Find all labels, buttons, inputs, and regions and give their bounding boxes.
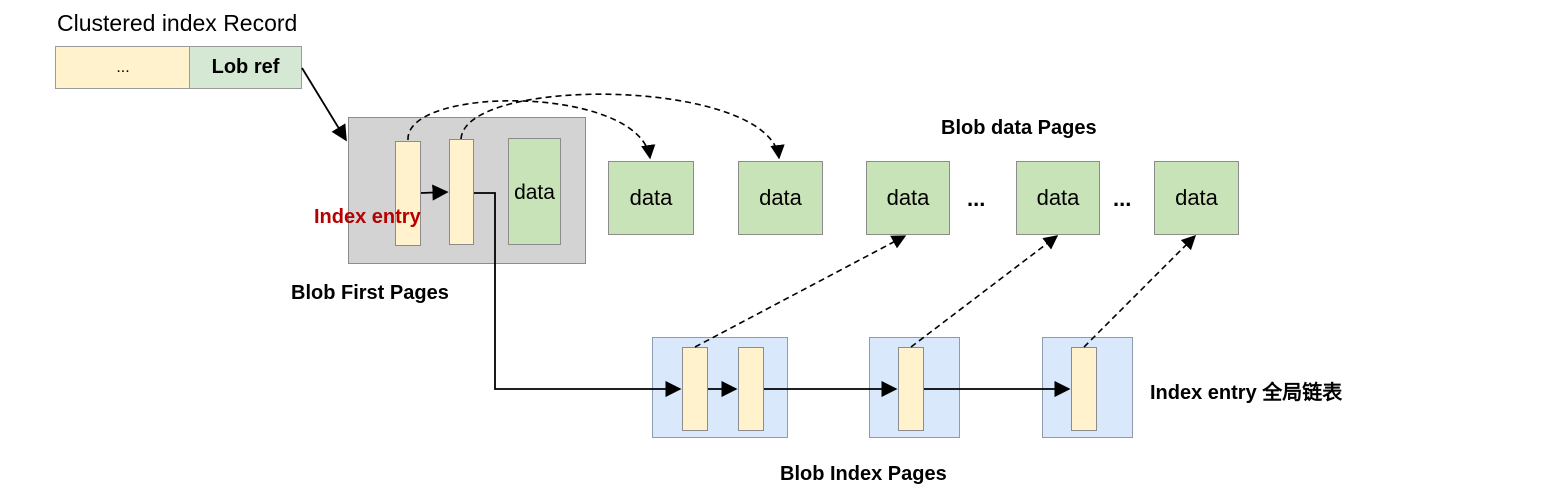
index-entry-to-data-page-4-arrow bbox=[910, 235, 1059, 348]
record-cell-ellipsis: ... bbox=[55, 46, 191, 89]
blob-index-pages-label: Blob Index Pages bbox=[780, 463, 947, 485]
entry1-to-data-page-1-arrow bbox=[407, 100, 656, 160]
data-page-2-label: data bbox=[759, 185, 802, 210]
data-page-5: data bbox=[1154, 161, 1239, 235]
data-page-1-label: data bbox=[629, 185, 673, 210]
lob-ref-cell: Lob ref bbox=[189, 46, 302, 89]
record-cell-ellipsis-text: ... bbox=[116, 58, 130, 76]
index-entry-list-label: Index entry 全局链表 bbox=[1150, 382, 1343, 404]
record-title: Clustered index Record bbox=[57, 10, 298, 36]
first-page-data-box: data bbox=[508, 138, 561, 245]
lob-ref-arrow bbox=[301, 67, 347, 142]
data-page-3: data bbox=[866, 161, 950, 235]
index-entry-to-data-page-3-arrow bbox=[694, 235, 907, 348]
blob-data-pages-label: Blob data Pages bbox=[941, 117, 1097, 139]
data-page-3-label: data bbox=[886, 185, 930, 210]
index-entry-to-data-page-5-arrow bbox=[1083, 234, 1197, 348]
index-page-1-entry-2 bbox=[738, 347, 764, 431]
data-page-4: data bbox=[1016, 161, 1100, 235]
first-page-entry-1 bbox=[395, 141, 421, 246]
index-entry-label: Index entry bbox=[314, 206, 421, 228]
data-page-1: data bbox=[608, 161, 694, 235]
first-page-entry-link bbox=[420, 184, 449, 201]
index-page-1-entry-1 bbox=[682, 347, 708, 431]
first-page-data-label: data bbox=[514, 181, 555, 204]
data-pages-ellipsis-1: ... bbox=[967, 186, 986, 211]
data-pages-ellipsis-2: ... bbox=[1113, 186, 1132, 211]
first-page-entry-2 bbox=[449, 139, 474, 245]
data-page-4-label: data bbox=[1036, 185, 1080, 210]
entry2-to-data-page-2-arrow bbox=[460, 93, 785, 160]
data-page-5-label: data bbox=[1175, 185, 1218, 210]
index-page-2-entry bbox=[898, 347, 924, 431]
data-page-2: data bbox=[738, 161, 823, 235]
blob-first-pages-label: Blob First Pages bbox=[291, 282, 449, 304]
lob-ref-label: Lob ref bbox=[211, 56, 280, 78]
first-page-to-index-list-arrow bbox=[474, 192, 682, 398]
index-page-3-entry bbox=[1071, 347, 1097, 431]
